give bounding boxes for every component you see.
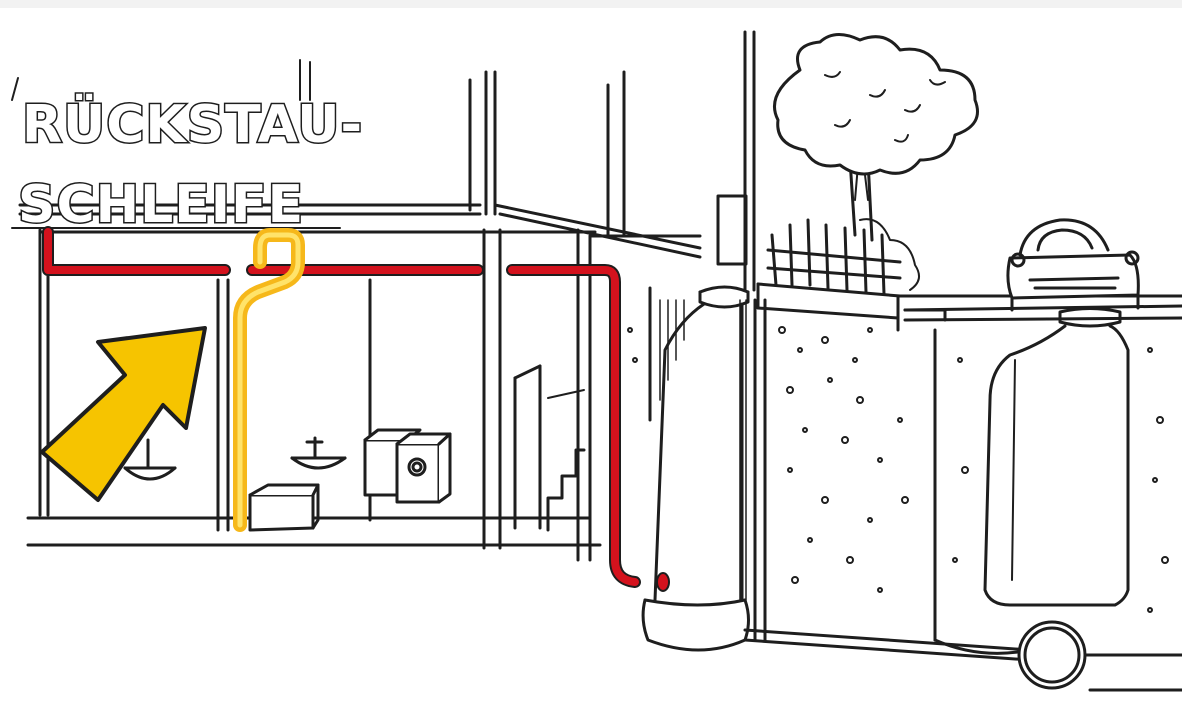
backflow-loop-pipe xyxy=(233,228,305,532)
sewer-main xyxy=(933,307,1182,690)
car-icon xyxy=(1006,218,1140,312)
sink-left xyxy=(123,438,177,481)
title-line-1: RÜCKSTAU- xyxy=(22,93,363,155)
box-icon xyxy=(248,483,320,532)
street-soil xyxy=(648,282,1182,692)
fence-icon xyxy=(766,218,920,296)
tree-icon xyxy=(773,33,979,242)
inspection-shaft xyxy=(641,285,750,652)
washing-machine-icon xyxy=(363,428,452,504)
title: RÜCKSTAU- SCHLEIFE xyxy=(17,92,364,237)
title-line-2: SCHLEIFE xyxy=(18,175,304,235)
arrow-up-right-icon xyxy=(40,326,207,502)
soil-dots xyxy=(627,326,1169,613)
sink xyxy=(290,436,347,470)
stairs-icon xyxy=(513,364,586,532)
